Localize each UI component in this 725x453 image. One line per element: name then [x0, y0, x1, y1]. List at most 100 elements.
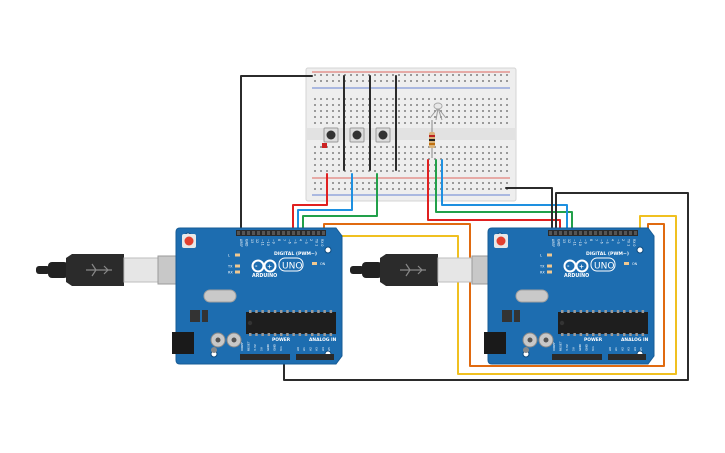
chip-pin [323, 333, 326, 336]
resistor-icon [429, 120, 435, 158]
chip-pin [604, 310, 607, 313]
chip-pin [329, 310, 333, 313]
capacitor-top [527, 337, 533, 343]
power-jack [172, 332, 194, 354]
pin-label-6: ~6 [288, 239, 292, 244]
digital-label: DIGITAL (PWM~) [274, 251, 317, 257]
crystal [515, 289, 549, 303]
chip-notch [247, 320, 253, 326]
power-label: POWER [272, 337, 291, 343]
header-pin [574, 231, 577, 235]
arduino-brand-label: ARDUINO [252, 273, 277, 279]
pin-label-12: 12 [567, 239, 571, 243]
header-pin [629, 231, 632, 235]
pin-label-11: ~11 [261, 239, 265, 246]
header-pin [307, 231, 310, 235]
analog-pin-label: A0 [296, 347, 300, 351]
chip-pin [249, 310, 252, 313]
chip-pin [623, 333, 626, 336]
digital-label: DIGITAL (PWM~) [586, 251, 629, 257]
svg-text:-: - [567, 263, 570, 270]
pin-label-7: 7 [594, 239, 598, 241]
reset-button[interactable] [496, 236, 506, 246]
pin-label-10: ~10 [266, 239, 270, 246]
header-pin [262, 231, 265, 235]
on-led-label: ON [320, 262, 326, 266]
header-pin [242, 231, 245, 235]
pin-label-12: 12 [255, 239, 259, 243]
header-pin [252, 231, 255, 235]
reset-button[interactable] [184, 236, 194, 246]
pin-label-aref: AREF [551, 239, 555, 247]
wire-yellow-serial [329, 215, 677, 375]
chip-pin [298, 310, 302, 313]
usb-cable-icon [86, 263, 112, 277]
mount-hole [324, 246, 332, 254]
capacitor-top [543, 337, 549, 343]
chip-pin [585, 333, 589, 336]
chip-pin [629, 310, 632, 313]
chip-pin [261, 333, 264, 336]
header-pin [287, 231, 290, 235]
rgb-led-icon [429, 102, 447, 121]
board-body [487, 227, 655, 365]
pin-label-4: 4 [298, 239, 302, 241]
wire-blue-right [441, 159, 568, 233]
header-pin [569, 231, 572, 235]
header-pin [554, 231, 557, 235]
pushbutton-3[interactable] [375, 127, 391, 143]
analog-label: ANALOG IN [621, 337, 649, 343]
header-pin [584, 231, 587, 235]
pushbutton-2[interactable] [349, 127, 365, 143]
chip-pin [273, 333, 277, 336]
arduino-logo-icon: -+ [563, 259, 589, 273]
pin-label-2: 2 [309, 239, 313, 241]
pin-label-3: ~3 [616, 239, 620, 244]
header-pin [237, 231, 240, 235]
chip-pin [641, 333, 645, 336]
header-pin [559, 231, 562, 235]
chip-pin [592, 310, 595, 313]
power-pin-label: Vin [591, 346, 595, 351]
crystal [203, 289, 237, 303]
wire-red-left [292, 173, 328, 233]
wire-gnd-left [240, 75, 313, 231]
header-pin [589, 231, 592, 235]
pin-label-0: RX 0 [320, 239, 324, 246]
chip-pin [292, 333, 295, 336]
led-indicator [547, 253, 552, 257]
power-pin-label: Vin [279, 346, 283, 351]
analog-header [608, 354, 646, 360]
pin-label-3: ~3 [304, 239, 308, 244]
chip-pin [273, 310, 277, 313]
pushbutton-1[interactable] [323, 127, 339, 143]
uno-model-label: UNO [282, 262, 302, 272]
pin-label-0: RX 0 [632, 239, 636, 246]
atmega-chip [558, 312, 648, 334]
led-label-rx: RX [540, 271, 545, 275]
header-pin [302, 231, 305, 235]
header-pin [624, 231, 627, 235]
chip-pin [585, 310, 589, 313]
power-pin-label: 5V [572, 346, 576, 351]
arduino-logo-icon: -+ [251, 259, 277, 273]
chip-pin [304, 310, 308, 313]
header-pin [614, 231, 617, 235]
chip-pin [323, 310, 326, 313]
analog-pin-label: A5 [639, 347, 643, 351]
chip-pin [311, 333, 314, 336]
header-pin [297, 231, 300, 235]
svg-text:+: + [267, 264, 272, 271]
header-pin [257, 231, 260, 235]
wire-green-right [435, 159, 573, 233]
chip-pin [616, 333, 620, 336]
chip-pin [267, 333, 271, 336]
pin-label-9: ~9 [583, 239, 587, 244]
led-label-rx: RX [228, 271, 233, 275]
on-led [624, 262, 629, 265]
power-pin-label: RESET [247, 341, 251, 351]
chip-pin [604, 333, 607, 336]
chip-pin [298, 333, 302, 336]
power-jack [484, 332, 506, 354]
